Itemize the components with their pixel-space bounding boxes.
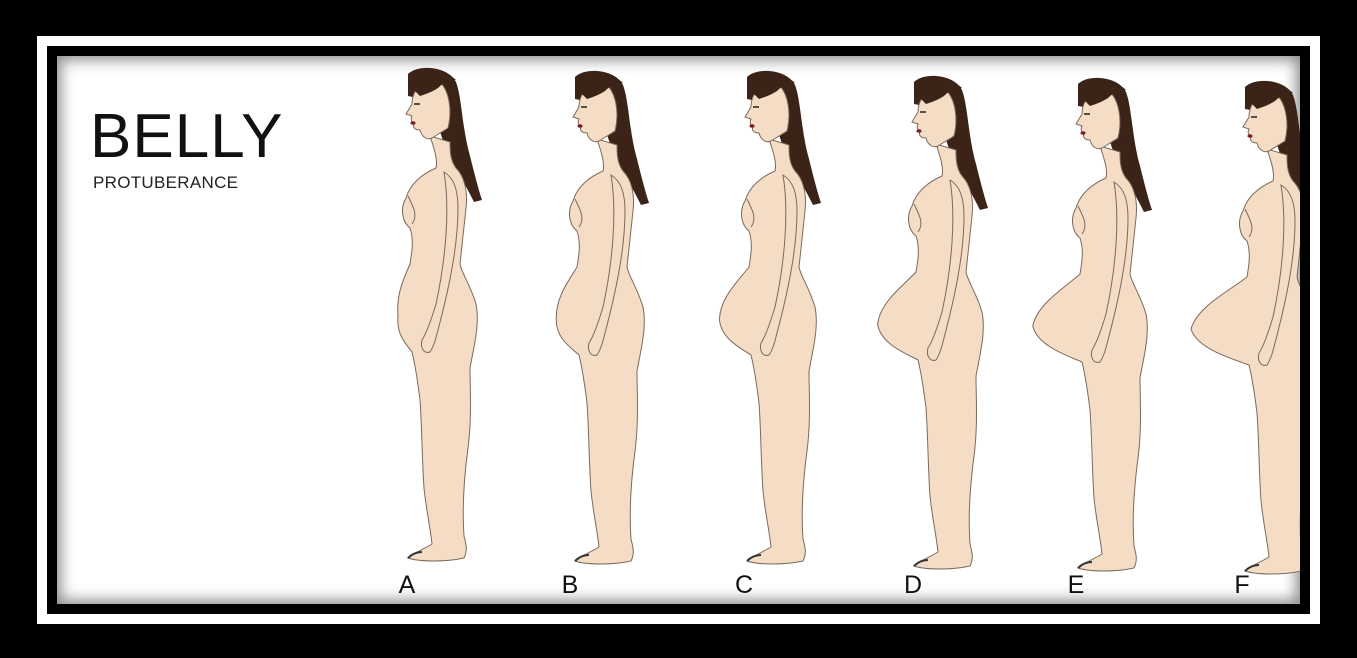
figure-label-a: A <box>387 571 427 599</box>
figure-b <box>556 71 649 564</box>
body-shape <box>556 139 644 564</box>
lips-mark <box>916 129 921 133</box>
figure-label-e: E <box>1056 571 1096 599</box>
figure-e <box>1033 78 1152 571</box>
lips-mark <box>1080 131 1085 135</box>
figure-a <box>398 68 482 561</box>
figure-d <box>878 76 988 569</box>
figure-label-f: F <box>1222 571 1262 599</box>
body-shape <box>1033 146 1148 571</box>
figures-canvas <box>57 56 1300 604</box>
lips-mark <box>410 121 415 125</box>
figure-label-c: C <box>724 571 764 599</box>
lips-mark <box>1247 134 1252 138</box>
lips-mark <box>577 124 582 128</box>
figure-label-b: B <box>550 571 590 599</box>
figure-c <box>719 71 821 564</box>
figure-f <box>1191 81 1300 574</box>
lips-mark <box>749 124 754 128</box>
figure-label-d: D <box>893 571 933 599</box>
